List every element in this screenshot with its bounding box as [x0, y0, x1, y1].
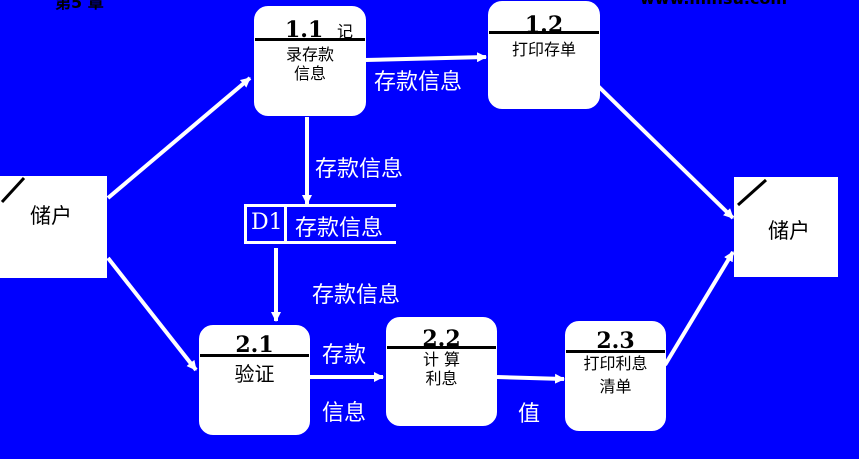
flow-label-p22-p23: 值 [518, 402, 541, 427]
flow-label-p21-p22-bottom: 信息 [322, 401, 367, 426]
process-number: 2.3 [596, 328, 635, 354]
external-entity-left: 储户 [0, 176, 107, 278]
arrow-p23-to-customer [663, 250, 735, 367]
header-right: www.minsu.com [640, 0, 787, 8]
external-entity-right: 储户 [734, 177, 838, 277]
process-1-2: 1.2 打印存单 [488, 1, 600, 109]
arrow-p12-to-customer [596, 84, 735, 220]
flow-label-p11-p12: 存款信息 [374, 70, 463, 95]
data-store-name: 存款信息 [295, 216, 384, 241]
entity-label: 储户 [768, 219, 810, 243]
process-2-3: 2.3 打印利息 清单 [565, 321, 666, 431]
flow-label-d1-p21: 存款信息 [312, 283, 401, 308]
data-store-id: D1 [251, 210, 283, 235]
entity-corner-mark [737, 178, 767, 207]
process-name: 打印存单 [511, 40, 576, 59]
process-divider [489, 31, 599, 34]
process-divider [255, 38, 365, 41]
process-divider [200, 354, 309, 357]
arrow-customer-to-p11 [106, 76, 252, 200]
entity-label: 储户 [30, 204, 72, 228]
process-1-1: 1.1 记 录存款 信息 [254, 6, 366, 116]
arrow-p11-to-p12 [364, 52, 487, 63]
entity-corner-mark [0, 176, 26, 204]
process-divider [387, 346, 496, 349]
process-name: 计 算 利息 [422, 350, 461, 388]
process-number: 2.1 [235, 332, 274, 358]
arrow-customer-to-p21 [106, 256, 198, 372]
process-2-2: 2.2 计 算 利息 [386, 317, 497, 426]
process-divider [566, 350, 665, 353]
flow-label-p11-d1: 存款信息 [315, 157, 404, 182]
process-name: 验证 [234, 362, 275, 386]
header-left: 第5 章 [55, 0, 104, 12]
process-name: 录存款 信息 [285, 45, 334, 83]
arrow-p22-to-p23 [496, 373, 565, 384]
process-number: 1.2 [524, 12, 564, 38]
process-name-inline: 记 [336, 22, 353, 41]
flow-label-p21-p22-top: 存款 [322, 343, 367, 368]
data-store-d1: D1 存款信息 [244, 204, 396, 244]
process-name: 打印利息 清单 [583, 354, 648, 396]
process-2-1: 2.1 验证 [199, 325, 310, 435]
